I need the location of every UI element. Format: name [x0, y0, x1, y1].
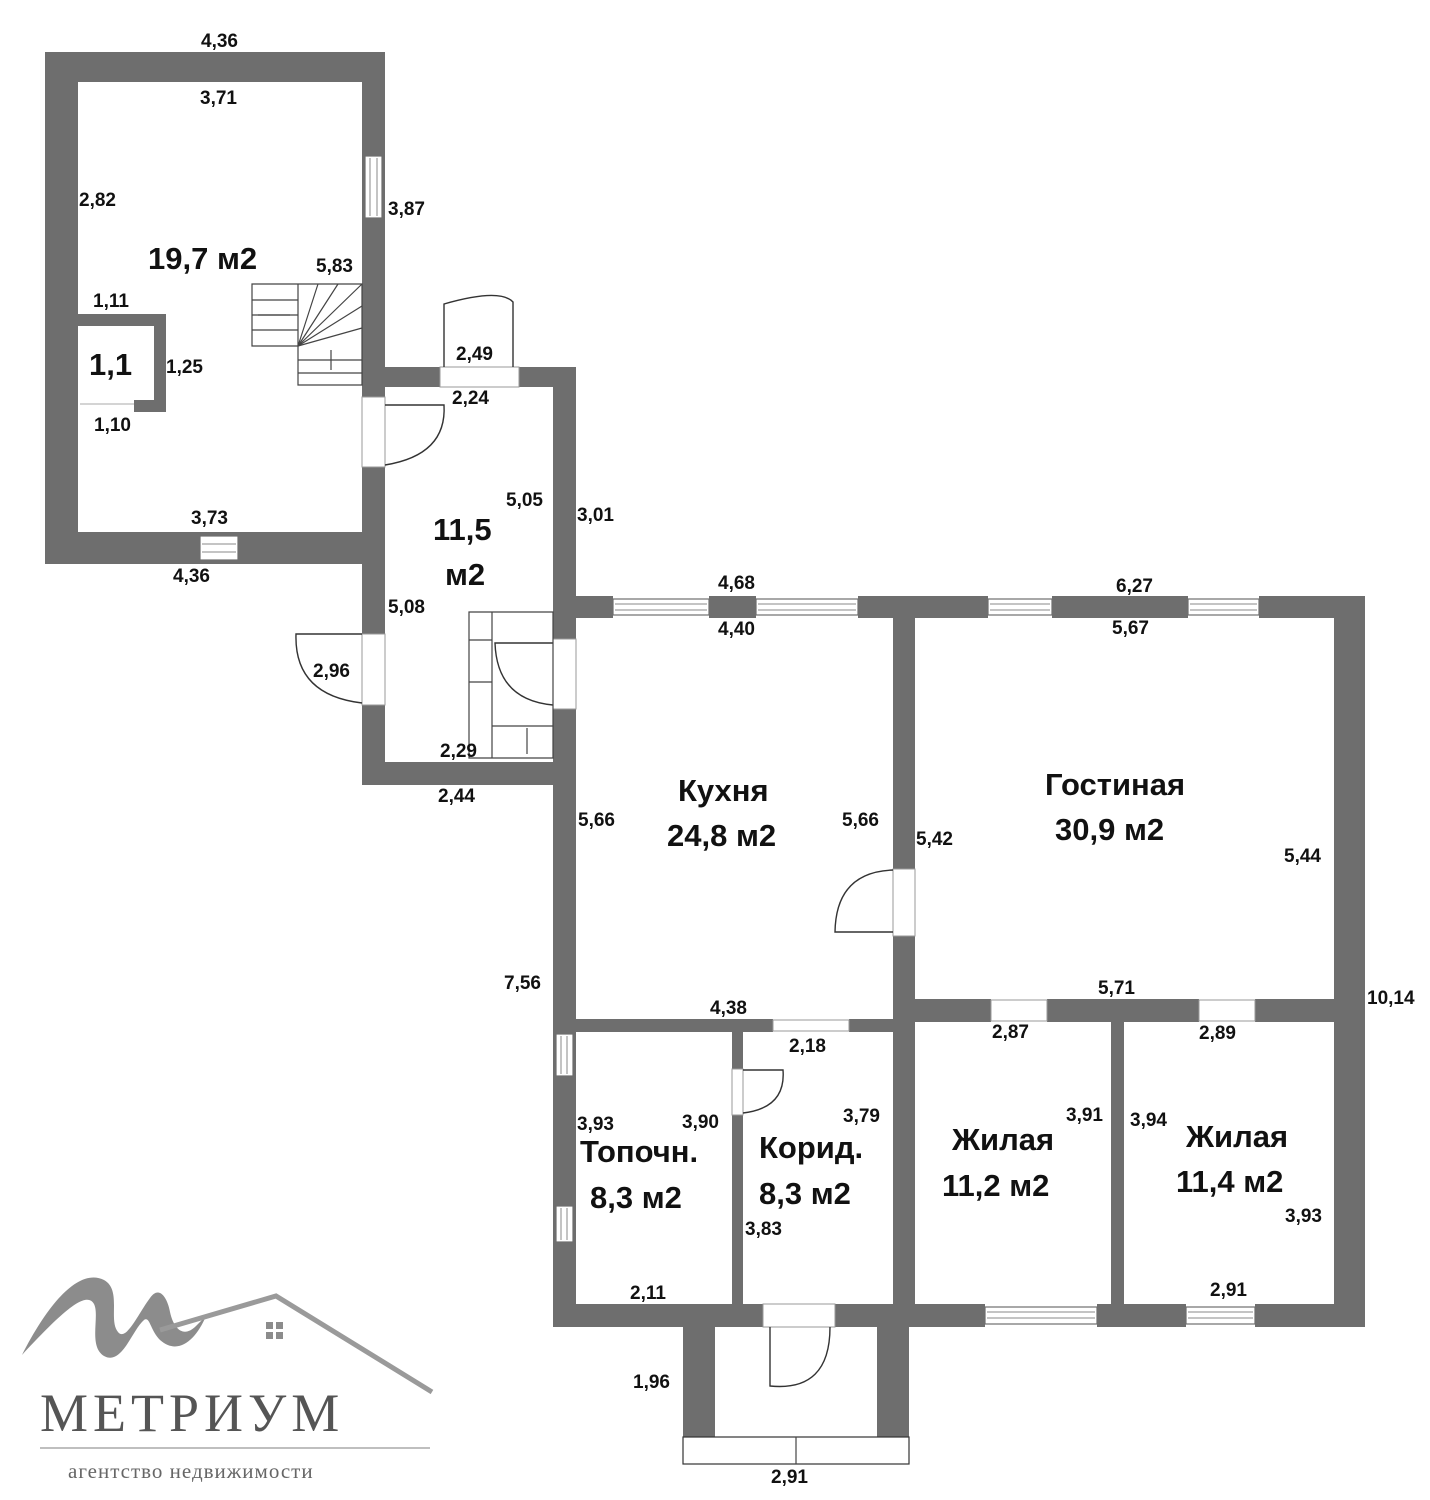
window: [984, 1306, 1098, 1325]
window: [1187, 598, 1260, 616]
logo-name: МЕТРИУМ: [40, 1383, 344, 1443]
dim-label: 2,18: [789, 1036, 826, 1057]
window: [555, 1033, 574, 1077]
dim-label: 5,08: [388, 597, 425, 618]
door: [295, 633, 386, 706]
dim-label: 5,44: [1284, 846, 1321, 867]
door: [772, 1019, 850, 1032]
dim-label: 2,82: [79, 190, 116, 211]
door: [361, 396, 445, 468]
dim-label: 2,24: [452, 388, 489, 409]
corridor-area: 8,3 м2: [759, 1176, 851, 1211]
logo-roof-icon: [159, 1293, 434, 1395]
bedroom2-name: Жилая: [1185, 1119, 1288, 1154]
room1-area: 19,7 м2: [148, 241, 257, 276]
dim-label: 2,91: [1210, 1280, 1247, 1301]
walls: [45, 52, 1365, 1437]
closet-area: 1,1: [89, 347, 132, 382]
living-area: 30,9 м2: [1055, 812, 1164, 847]
dim-label: 3,93: [1285, 1206, 1322, 1227]
dim-label: 2,29: [440, 741, 477, 762]
door: [762, 1303, 836, 1388]
dim-label: 3,73: [191, 508, 228, 529]
corridor-name: Корид.: [759, 1130, 863, 1165]
windows: [199, 155, 1260, 1325]
dim-label: 5,71: [1098, 978, 1135, 999]
dim-label: 2,96: [313, 661, 350, 682]
dim-label: 4,40: [718, 619, 755, 640]
window: [364, 155, 383, 219]
dim-label: 1,96: [633, 1372, 670, 1393]
window: [612, 598, 710, 616]
dim-label: 5,05: [506, 490, 543, 511]
dim-label: 4,36: [173, 566, 210, 587]
door: [834, 868, 916, 937]
hall-area-line1: 11,5: [433, 512, 492, 547]
dim-label: 3,01: [577, 505, 614, 526]
porch-step: [682, 1436, 910, 1465]
door: [731, 1068, 784, 1116]
logo: МЕТРИУМ агентство недвижимости: [22, 1277, 434, 1483]
boiler-name: Топочн.: [580, 1134, 698, 1169]
bedroom1-name: Жилая: [951, 1122, 1054, 1157]
kitchen-area: 24,8 м2: [667, 818, 776, 853]
boiler-area: 8,3 м2: [590, 1180, 682, 1215]
dim-label: 4,38: [710, 998, 747, 1019]
dim-label: 2,89: [1199, 1023, 1236, 1044]
dim-label: 10,14: [1367, 988, 1415, 1009]
dim-label: 4,36: [201, 31, 238, 52]
door: [494, 638, 577, 710]
doors: [295, 294, 1256, 1388]
door: [1198, 999, 1256, 1022]
dim-label: 4,68: [718, 573, 755, 594]
dim-label: 3,79: [843, 1106, 880, 1127]
logo-tagline: агентство недвижимости: [68, 1459, 314, 1483]
dim-label: 3,71: [200, 88, 237, 109]
dim-label: 2,87: [992, 1022, 1029, 1043]
dim-label: 2,49: [456, 344, 493, 365]
door: [990, 999, 1048, 1022]
dim-label: 2,11: [630, 1283, 666, 1304]
dim-label: 3,93: [577, 1114, 614, 1135]
living-name: Гостиная: [1045, 767, 1185, 802]
room-labels: 19,7 м2 1,1 11,5 м2 Кухня 24,8 м2 Гостин…: [89, 241, 1288, 1215]
dim-label: 7,56: [504, 973, 541, 994]
dim-label: 3,90: [682, 1112, 719, 1133]
dim-label: 3,94: [1130, 1110, 1167, 1131]
dimension-labels: 4,36 3,71 2,82 3,87 5,83 1,11 1,25 1,10 …: [79, 31, 1415, 1488]
logo-swoosh-icon: [22, 1277, 206, 1358]
window: [755, 598, 859, 616]
stairs: [251, 283, 363, 386]
kitchen-name: Кухня: [678, 773, 769, 808]
window: [199, 535, 239, 561]
dim-label: 3,83: [745, 1219, 782, 1240]
dim-label: 5,83: [316, 256, 353, 277]
bedroom2-area: 11,4 м2: [1176, 1164, 1283, 1199]
bedroom1-area: 11,2 м2: [942, 1168, 1049, 1203]
dim-label: 2,44: [438, 786, 475, 807]
dim-label: 5,66: [578, 810, 615, 831]
dim-label: 6,27: [1116, 576, 1153, 597]
window: [555, 1205, 574, 1243]
dim-label: 3,87: [388, 199, 425, 220]
dim-label: 3,91: [1066, 1105, 1103, 1126]
dim-label: 5,66: [842, 810, 879, 831]
door: [439, 294, 520, 388]
dim-label: 1,11: [93, 291, 129, 312]
dim-label: 5,67: [1112, 618, 1149, 639]
hall-shelving: [468, 611, 554, 759]
window: [1185, 1306, 1256, 1325]
dim-label: 2,91: [771, 1467, 808, 1488]
hall-area-line2: м2: [445, 557, 485, 592]
dim-label: 1,25: [166, 357, 203, 378]
logo-window-icon: [266, 1322, 283, 1339]
dim-label: 5,42: [916, 829, 953, 850]
window: [987, 598, 1053, 616]
dim-label: 1,10: [94, 415, 131, 436]
